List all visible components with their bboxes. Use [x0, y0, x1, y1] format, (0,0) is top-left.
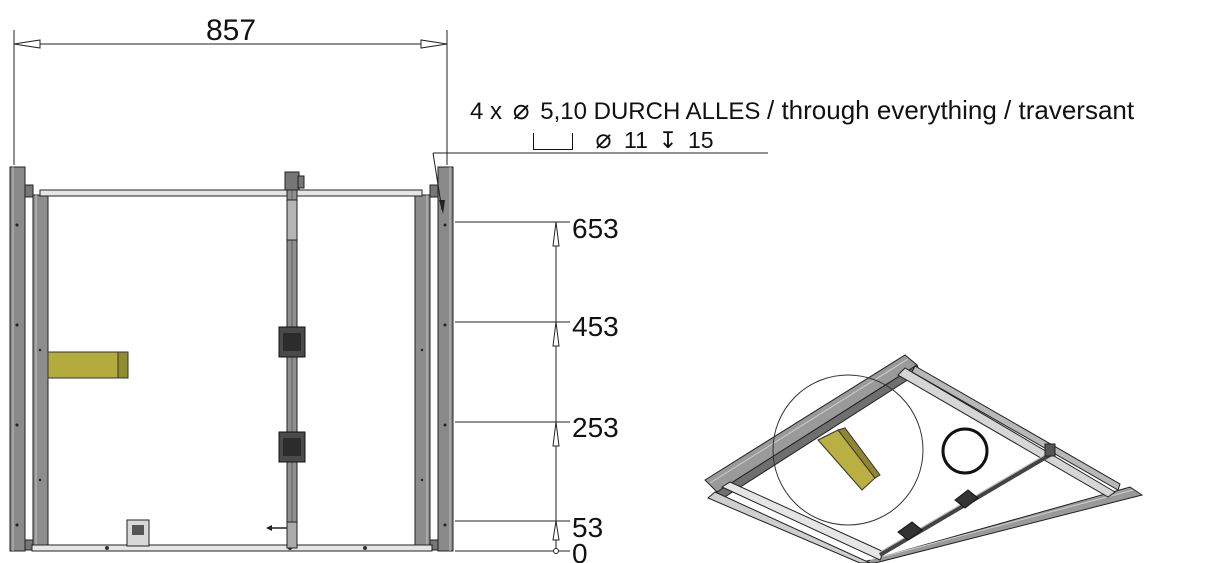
width-dimension-value: 857: [206, 14, 256, 47]
through-label-de: DURCH ALLES: [593, 98, 761, 125]
hole-diameter: 5,10: [540, 98, 587, 125]
isometric-view: [704, 354, 1144, 563]
dimension-0: 0: [572, 538, 588, 563]
dimension-453: 453: [572, 311, 619, 342]
counterbore-icon: [533, 133, 573, 151]
dimension-253: 253: [572, 412, 619, 443]
diameter-symbol-2: ⌀: [595, 124, 612, 154]
hole-note-line-1: 4 x ⌀ 5,10 DURCH ALLES / through everyth…: [470, 93, 1134, 126]
frame-top-view: [9, 166, 454, 552]
width-dimension: 857: [13, 14, 448, 165]
through-label-en-fr: / through everything / traversant: [767, 95, 1135, 125]
diameter-symbol: ⌀: [512, 94, 530, 125]
hole-count: 4 x: [470, 98, 503, 125]
dimension-53: 53: [572, 512, 603, 543]
dimension-653: 653: [572, 213, 619, 244]
hole-note-leader: [432, 152, 768, 214]
vertical-dimensions: 653 453 253 53 0: [455, 213, 619, 563]
hole-note-line-2: ⌀ 11 ↧ 15: [533, 124, 714, 155]
depth-icon: ↧: [658, 127, 678, 153]
counterbore-diameter: 11: [624, 127, 648, 153]
counterbore-depth: 15: [688, 127, 714, 153]
